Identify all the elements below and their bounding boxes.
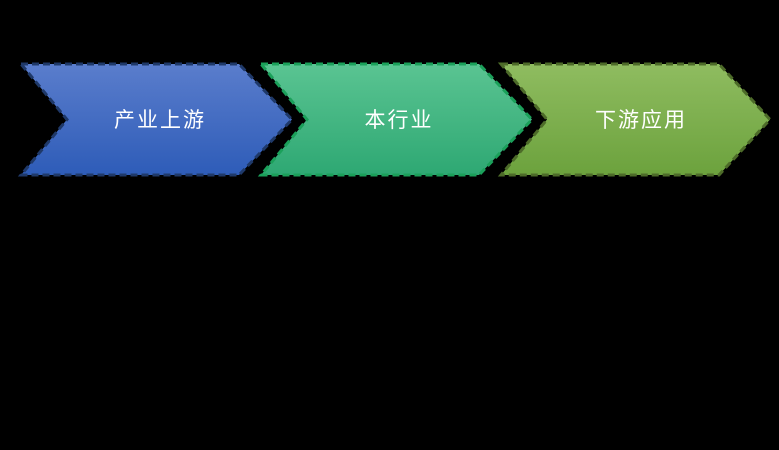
stage-label-downstream: 下游应用 xyxy=(595,109,687,132)
stage-label-industry: 本行业 xyxy=(365,109,434,132)
chevron-shape-upstream xyxy=(17,62,295,177)
stage-chevron-upstream: 产业上游 xyxy=(17,62,295,177)
chevron-shape-downstream xyxy=(497,62,773,177)
stage-label-upstream: 产业上游 xyxy=(114,109,206,132)
chevron-shape-industry xyxy=(257,62,535,177)
stage-chevron-industry: 本行业 xyxy=(257,62,535,177)
stage-chevron-downstream: 下游应用 xyxy=(497,62,773,177)
